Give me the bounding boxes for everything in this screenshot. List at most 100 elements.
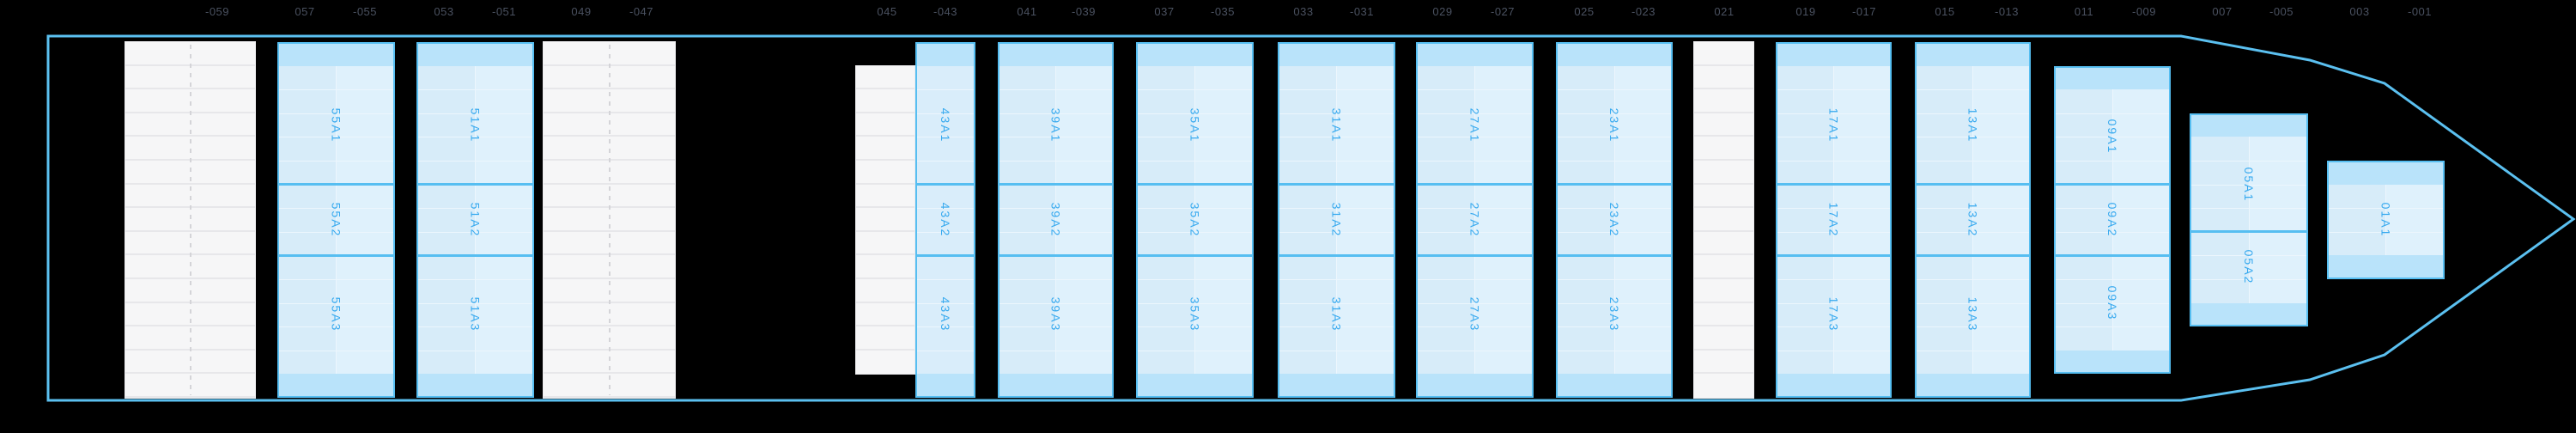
- bay-stack-01[interactable]: 01A1: [2327, 161, 2445, 279]
- bay-section-43A1[interactable]: 43A1: [917, 65, 974, 185]
- container-cell-left: [279, 161, 336, 185]
- empty-slot-047-column[interactable]: [543, 41, 676, 399]
- bay-section-label: 43A3: [939, 297, 952, 332]
- container-slot-row: [279, 208, 393, 232]
- bay-section-27A2[interactable]: 27A2: [1418, 184, 1532, 256]
- hatch-band-bottom: [1418, 374, 1532, 396]
- bay-tick-label: -023: [1631, 5, 1656, 18]
- bay-section-51A2[interactable]: 51A2: [418, 184, 532, 256]
- bay-section-27A3[interactable]: 27A3: [1418, 255, 1532, 375]
- container-slot-row: [1917, 326, 2029, 351]
- bay-section-31A3[interactable]: 31A3: [1279, 255, 1394, 375]
- container-cell-left: [1418, 90, 1474, 113]
- hatch-band-top: [2329, 162, 2443, 185]
- empty-slot-045-column[interactable]: [855, 64, 915, 375]
- container-cell-right: [336, 279, 393, 303]
- container-cell-right: [1833, 65, 1890, 90]
- bay-section-39A3[interactable]: 39A3: [999, 255, 1112, 375]
- container-cell-left: [1138, 351, 1194, 375]
- bay-section-43A3[interactable]: 43A3: [917, 255, 974, 375]
- bay-section-01A1[interactable]: 01A1: [2329, 184, 2443, 256]
- bay-section-17A2[interactable]: 17A2: [1777, 184, 1890, 256]
- container-cell-right: [336, 161, 393, 185]
- bay-section-51A3[interactable]: 51A3: [418, 255, 532, 375]
- section-divider: [917, 253, 974, 257]
- bay-section-35A1[interactable]: 35A1: [1138, 65, 1252, 185]
- bay-section-13A2[interactable]: 13A2: [1917, 184, 2029, 256]
- bay-section-23A1[interactable]: 23A1: [1558, 65, 1671, 185]
- empty-slot-021-column[interactable]: [1693, 41, 1754, 399]
- container-cell-left: [279, 209, 336, 232]
- bay-section-39A2[interactable]: 39A2: [999, 184, 1112, 256]
- container-cell-left: [2191, 256, 2249, 279]
- container-slot-row: [1138, 89, 1252, 113]
- container-slot-row: [1418, 113, 1532, 137]
- bay-section-55A1[interactable]: 55A1: [279, 65, 393, 185]
- container-cell-left: [1418, 279, 1474, 303]
- bay-section-17A3[interactable]: 17A3: [1777, 255, 1890, 375]
- bay-section-13A1[interactable]: 13A1: [1917, 65, 2029, 185]
- bay-section-35A2[interactable]: 35A2: [1138, 184, 1252, 256]
- bay-section-43A2[interactable]: 43A2: [917, 184, 974, 256]
- container-slot-row: [1279, 65, 1394, 90]
- container-cell-left: [1917, 161, 1972, 185]
- container-cell-left: [418, 113, 475, 137]
- container-slot-row: [1418, 184, 1532, 209]
- container-slot-row: [999, 160, 1112, 185]
- container-cell-right: [2385, 232, 2443, 256]
- slot-cell: [1694, 137, 1753, 161]
- container-slot-row: [999, 208, 1112, 232]
- bay-section-17A1[interactable]: 17A1: [1777, 65, 1890, 185]
- container-slot-row: [999, 302, 1112, 327]
- bay-section-27A1[interactable]: 27A1: [1418, 65, 1532, 185]
- container-slot-row: [1558, 255, 1671, 279]
- container-slot-row: [418, 231, 532, 256]
- container-cell-right: [336, 113, 393, 137]
- container-slot-row: [999, 278, 1112, 303]
- bay-section-31A2[interactable]: 31A2: [1279, 184, 1394, 256]
- bay-section-55A3[interactable]: 55A3: [279, 255, 393, 375]
- container-cell-right: [1833, 184, 1890, 209]
- bay-section-35A3[interactable]: 35A3: [1138, 255, 1252, 375]
- bay-section-09A3[interactable]: 09A3: [2056, 255, 2169, 351]
- bay-tick-label: 011: [2074, 5, 2094, 18]
- container-cell-left: [418, 184, 475, 209]
- bay-section-09A2[interactable]: 09A2: [2056, 184, 2169, 256]
- bay-tick-label: -027: [1490, 5, 1516, 18]
- container-cell-left: [1917, 279, 1972, 303]
- container-slot-row: [1917, 350, 2029, 375]
- section-divider: [1917, 183, 2029, 186]
- bay-section-13A3[interactable]: 13A3: [1917, 255, 2029, 375]
- bay-section-39A1[interactable]: 39A1: [999, 65, 1112, 185]
- bay-section-05A1[interactable]: 05A1: [2191, 137, 2306, 232]
- container-slot-row: [2191, 184, 2306, 209]
- bay-section-55A2[interactable]: 55A2: [279, 184, 393, 256]
- slot-cell: [544, 374, 675, 398]
- bay-section-51A1[interactable]: 51A1: [418, 65, 532, 185]
- container-cell-left: [1138, 303, 1194, 327]
- container-slot-row: [917, 65, 974, 90]
- empty-slot-059-column[interactable]: [125, 41, 256, 399]
- bay-section-05A2[interactable]: 05A2: [2191, 231, 2306, 303]
- bay-section-09A1[interactable]: 09A1: [2056, 89, 2169, 185]
- container-slot-row: [279, 113, 393, 137]
- bay-section-23A3[interactable]: 23A3: [1558, 255, 1671, 375]
- bay-section-23A2[interactable]: 23A2: [1558, 184, 1671, 256]
- container-cell-left: [1777, 303, 1833, 327]
- bay-section-31A1[interactable]: 31A1: [1279, 65, 1394, 185]
- container-cell-left: [418, 255, 475, 279]
- bay-section-label: 31A1: [1329, 107, 1344, 143]
- container-cell-left: [1279, 279, 1336, 303]
